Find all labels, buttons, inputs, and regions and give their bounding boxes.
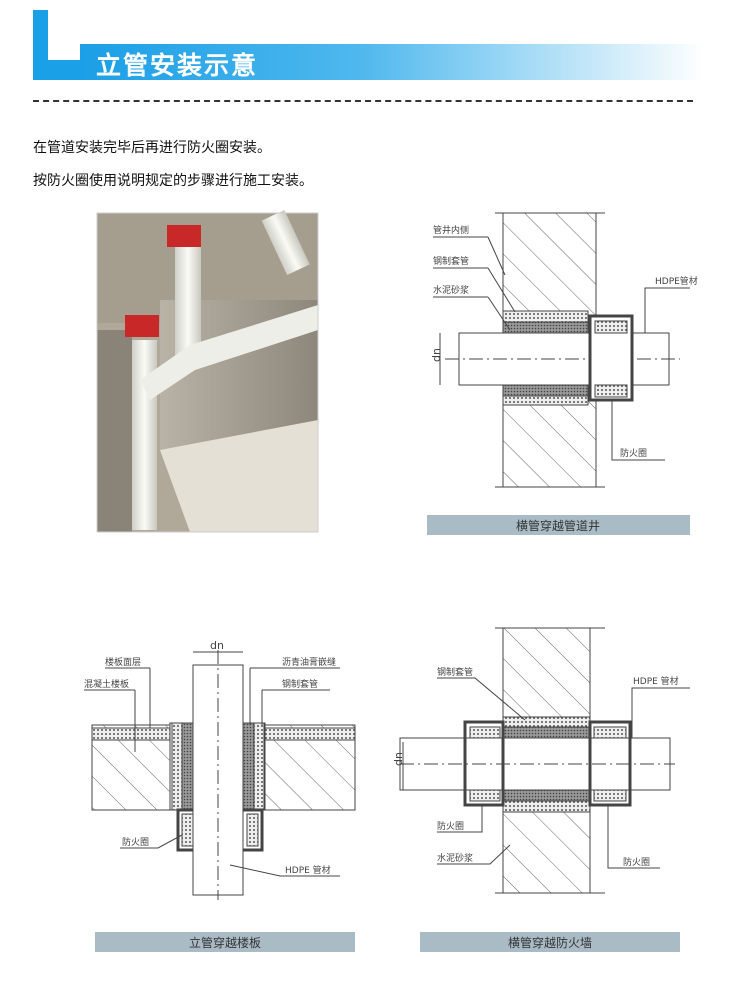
label-hdpe-pipe: HDPE管材 [655, 275, 698, 287]
label-cement-mortar: 水泥砂浆 [437, 852, 473, 864]
label-dn: dn [210, 639, 224, 652]
label-fire-collar-right: 防火圈 [623, 856, 650, 868]
label-concrete-slab: 混凝土楼板 [84, 678, 129, 690]
label-hdpe-pipe: HDPE 管材 [285, 864, 331, 876]
label-cement-mortar: 水泥砂浆 [433, 284, 469, 296]
diagram-horizontal-pipe-shaft [427, 212, 690, 535]
caption-bar [427, 515, 690, 535]
caption-shaft: 横管穿越管道井 [516, 518, 600, 533]
label-steel-sleeve: 钢制套管 [282, 678, 318, 690]
label-fire-collar-left: 防火圈 [437, 820, 464, 832]
label-asphalt-seal: 沥青油膏嵌缝 [282, 656, 336, 668]
installation-photo [96, 210, 319, 533]
diagram-vertical-pipe-floor [84, 650, 356, 952]
label-fire-collar: 防火圈 [122, 836, 149, 848]
intro-line-2: 按防火圈使用说明规定的步骤进行施工安装。 [33, 173, 313, 189]
caption-firewall: 横管穿越防火墙 [508, 935, 592, 950]
label-steel-sleeve: 钢制套管 [437, 666, 473, 678]
diagram-horizontal-pipe-firewall [399, 627, 690, 952]
label-dn: dn [392, 752, 405, 766]
header-bracket-cutout [48, 10, 80, 60]
title-bar [80, 44, 705, 80]
intro-line-1: 在管道安装完毕后再进行防火圈安装。 [33, 140, 271, 156]
fire-collar-red [167, 225, 201, 247]
label-floor-surface: 楼板面层 [105, 656, 141, 668]
caption-bar [95, 932, 355, 952]
caption-bar [420, 932, 680, 952]
page-title: 立管安装示意 [96, 51, 259, 80]
label-fire-collar: 防火圈 [620, 447, 647, 459]
label-dn: dn [430, 348, 443, 362]
divider [33, 100, 693, 102]
label-hdpe-pipe: HDPE 管材 [633, 675, 679, 687]
label-shaft-inner: 管井内侧 [433, 224, 469, 236]
fire-collar-red [125, 315, 159, 337]
caption-floor: 立管穿越楼板 [189, 935, 261, 950]
label-steel-sleeve: 钢制套管 [433, 255, 469, 267]
